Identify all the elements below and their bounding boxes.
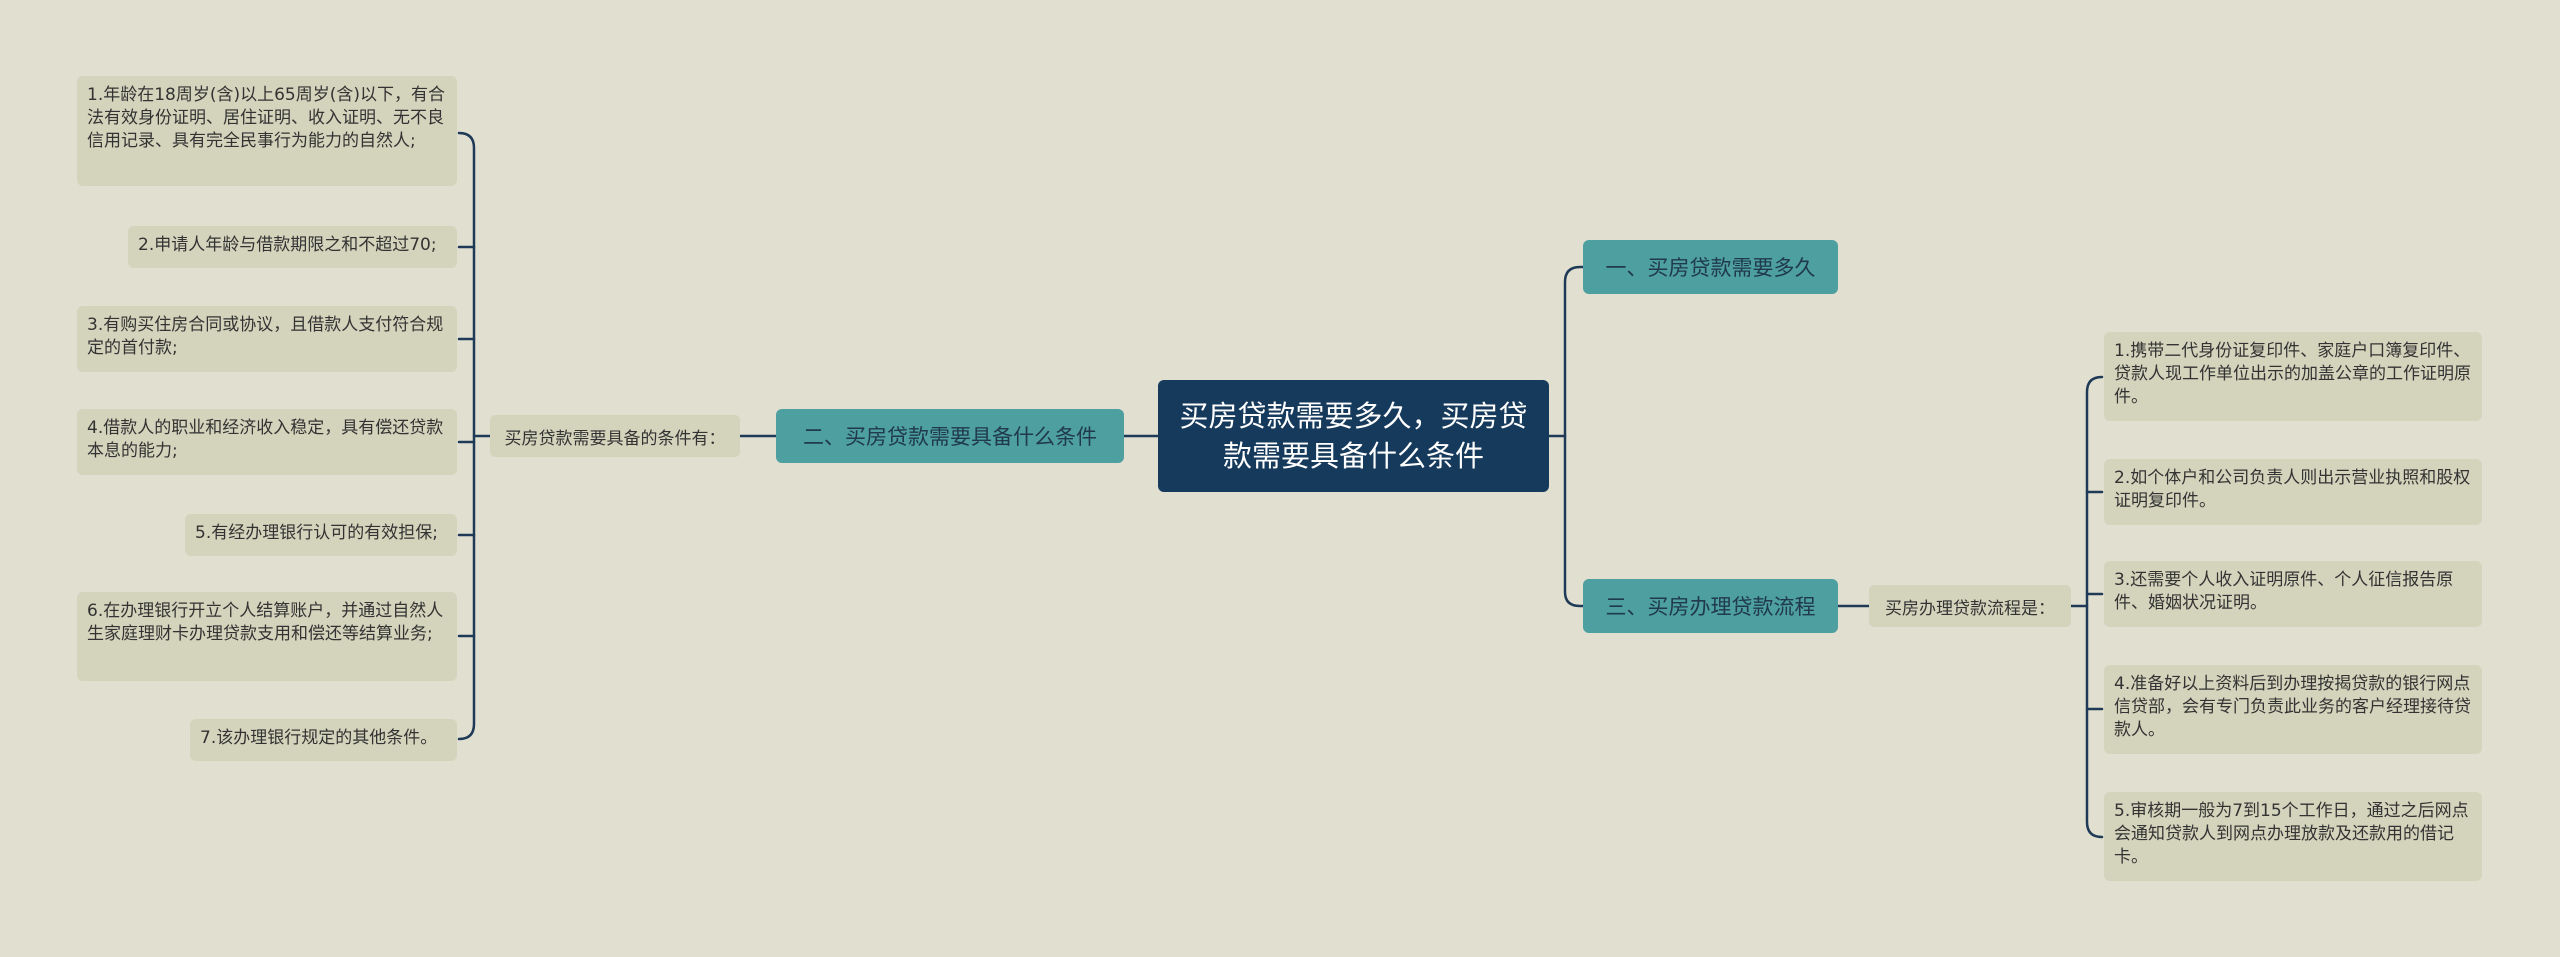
condition-item[interactable]: 2.申请人年龄与借款期限之和不超过70;	[128, 226, 457, 268]
branch-loan-process[interactable]: 三、买房办理贷款流程	[1583, 579, 1838, 633]
process-step-text: 3.还需要个人收入证明原件、个人征信报告原件、婚姻状况证明。	[2114, 570, 2454, 613]
branch-loan-duration[interactable]: 一、买房贷款需要多久	[1583, 240, 1838, 294]
condition-item-text: 7.该办理银行规定的其他条件。	[200, 728, 438, 748]
subtopic-conditions-label: 买房贷款需要具备的条件有：	[504, 428, 726, 449]
condition-item-text: 3.有购买住房合同或协议，且借款人支付符合规定的首付款;	[87, 315, 444, 358]
condition-item[interactable]: 1.年龄在18周岁(含)以上65周岁(含)以下，有合法有效身份证明、居住证明、收…	[77, 76, 457, 186]
condition-item[interactable]: 4.借款人的职业和经济收入稳定，具有偿还贷款本息的能力;	[77, 409, 457, 475]
condition-item-text: 5.有经办理银行认可的有效担保;	[195, 523, 438, 543]
subtopic-process-label: 买房办理贷款流程是：	[1885, 598, 2055, 619]
process-step[interactable]: 2.如个体户和公司负责人则出示营业执照和股权证明复印件。	[2104, 459, 2482, 525]
subtopic-conditions[interactable]: 买房贷款需要具备的条件有：	[490, 415, 740, 457]
condition-item[interactable]: 7.该办理银行规定的其他条件。	[190, 719, 457, 761]
condition-item[interactable]: 5.有经办理银行认可的有效担保;	[185, 514, 457, 556]
process-step-text: 2.如个体户和公司负责人则出示营业执照和股权证明复印件。	[2114, 468, 2471, 511]
process-step[interactable]: 3.还需要个人收入证明原件、个人征信报告原件、婚姻状况证明。	[2104, 561, 2482, 627]
branch-loan-conditions[interactable]: 二、买房贷款需要具备什么条件	[776, 409, 1124, 463]
process-step[interactable]: 4.准备好以上资料后到办理按揭贷款的银行网点信贷部，会有专门负责此业务的客户经理…	[2104, 665, 2482, 754]
branch-loan-conditions-label: 二、买房贷款需要具备什么条件	[803, 425, 1097, 449]
root-topic-label: 买房贷款需要多久，买房贷款需要具备什么条件	[1179, 399, 1528, 473]
condition-item-text: 1.年龄在18周岁(含)以上65周岁(含)以下，有合法有效身份证明、居住证明、收…	[87, 85, 446, 151]
root-topic[interactable]: 买房贷款需要多久，买房贷款需要具备什么条件	[1158, 380, 1549, 492]
process-step[interactable]: 5.审核期一般为7到15个工作日，通过之后网点会通知贷款人到网点办理放款及还款用…	[2104, 792, 2482, 881]
condition-item[interactable]: 3.有购买住房合同或协议，且借款人支付符合规定的首付款;	[77, 306, 457, 372]
process-step-text: 4.准备好以上资料后到办理按揭贷款的银行网点信贷部，会有专门负责此业务的客户经理…	[2114, 674, 2471, 740]
condition-item-text: 2.申请人年龄与借款期限之和不超过70;	[138, 235, 437, 255]
condition-item-text: 6.在办理银行开立个人结算账户，并通过自然人生家庭理财卡办理贷款支用和偿还等结算…	[87, 601, 444, 644]
condition-item[interactable]: 6.在办理银行开立个人结算账户，并通过自然人生家庭理财卡办理贷款支用和偿还等结算…	[77, 592, 457, 681]
subtopic-process[interactable]: 买房办理贷款流程是：	[1869, 585, 2071, 627]
process-step-text: 5.审核期一般为7到15个工作日，通过之后网点会通知贷款人到网点办理放款及还款用…	[2114, 801, 2469, 867]
branch-loan-process-label: 三、买房办理贷款流程	[1605, 595, 1816, 619]
condition-item-text: 4.借款人的职业和经济收入稳定，具有偿还贷款本息的能力;	[87, 418, 444, 461]
process-step-text: 1.携带二代身份证复印件、家庭户口簿复印件、贷款人现工作单位出示的加盖公章的工作…	[2114, 341, 2471, 407]
branch-loan-duration-label: 一、买房贷款需要多久	[1605, 256, 1816, 280]
process-step[interactable]: 1.携带二代身份证复印件、家庭户口簿复印件、贷款人现工作单位出示的加盖公章的工作…	[2104, 332, 2482, 421]
